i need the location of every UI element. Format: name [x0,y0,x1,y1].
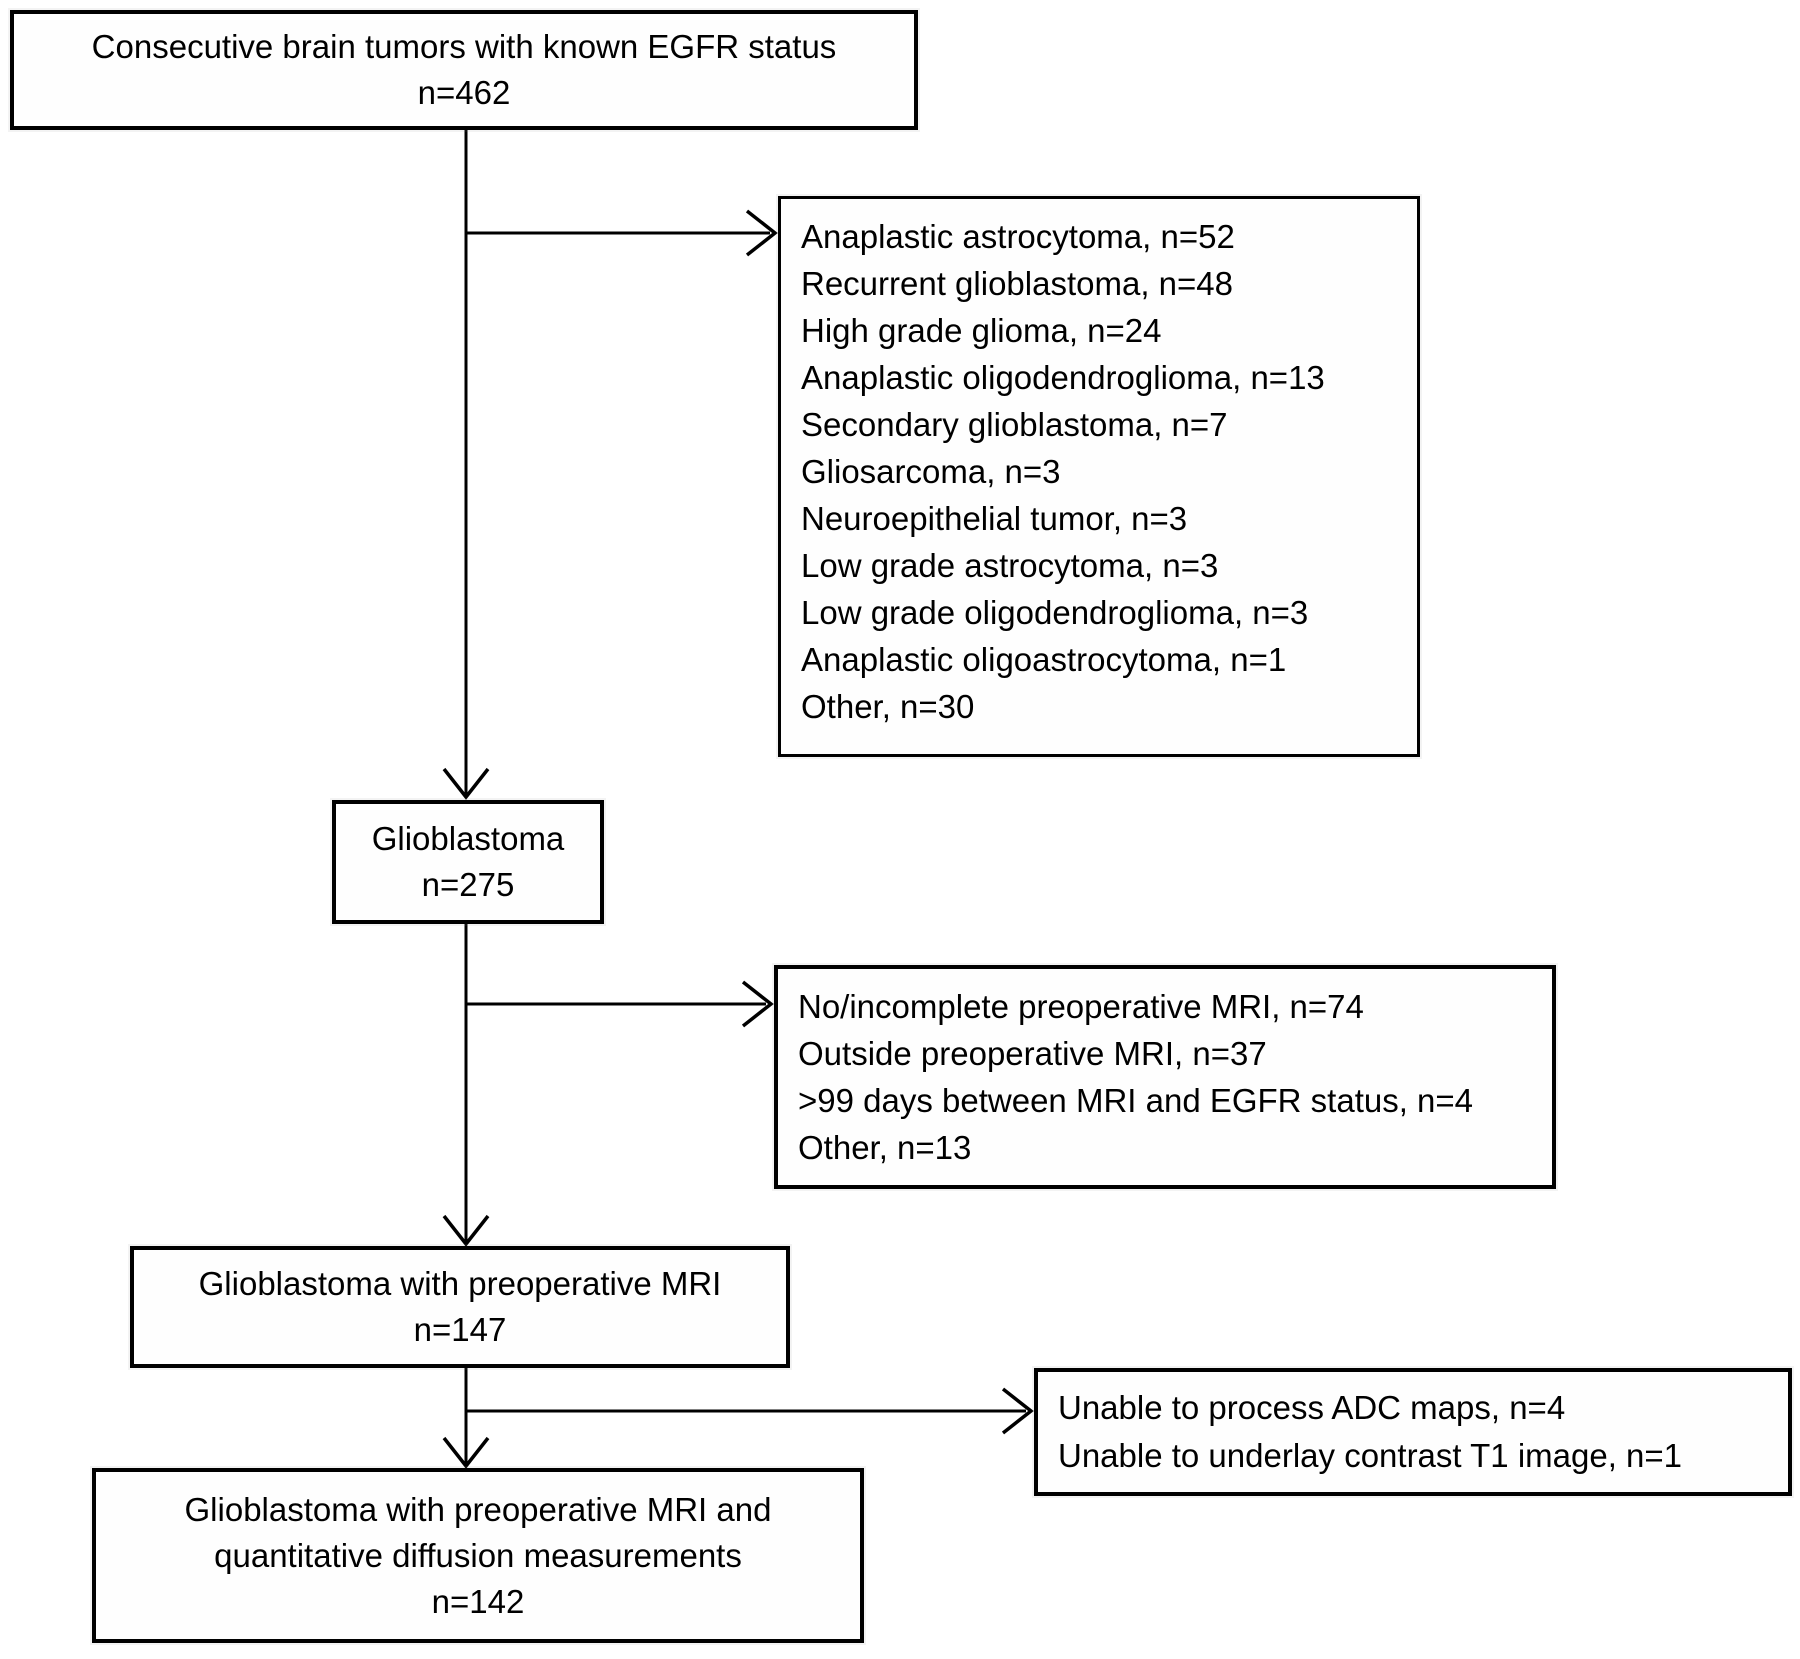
final-cohort-label-line1: Glioblastoma with preoperative MRI and [184,1490,772,1528]
box-final-cohort: Glioblastoma with preoperative MRI and q… [92,1468,864,1643]
arrowhead-down-glioblastoma [442,767,490,800]
final-cohort-label-line2: quantitative diffusion measurements [214,1536,742,1574]
box-glioblastoma: Glioblastoma n=275 [332,800,604,924]
histology-exclusion-item: Neuroepithelial tumor, n=3 [801,500,1188,537]
histology-exclusion-item: Other, n=30 [801,688,975,725]
processing-exclusion-item: Unable to process ADC maps, n=4 [1058,1389,1566,1426]
arrowhead-right-histology [745,209,778,257]
final-cohort-count: n=142 [431,1582,525,1620]
mri-exclusion-item: No/incomplete preoperative MRI, n=74 [798,988,1364,1025]
histology-exclusion-item: Anaplastic oligodendroglioma, n=13 [801,359,1325,396]
histology-exclusion-item: High grade glioma, n=24 [801,312,1162,349]
histology-exclusion-item: Anaplastic astrocytoma, n=52 [801,218,1235,255]
total-cohort-count: n=462 [417,74,511,111]
box-preop-mri: Glioblastoma with preoperative MRI n=147 [130,1246,790,1368]
box-histology-exclusions: Anaplastic astrocytoma, n=52 Recurrent g… [778,196,1420,757]
preop-mri-label: Glioblastoma with preoperative MRI [198,1265,722,1302]
histology-exclusion-item: Low grade oligodendroglioma, n=3 [801,594,1309,631]
glioblastoma-count: n=275 [421,866,515,903]
histology-exclusion-item: Gliosarcoma, n=3 [801,453,1061,490]
preop-mri-count: n=147 [413,1311,507,1348]
histology-exclusion-item: Low grade astrocytoma, n=3 [801,547,1219,584]
arrowhead-right-processing [1001,1387,1034,1435]
glioblastoma-label: Glioblastoma [371,820,565,857]
box-preop-mri-exclusions: No/incomplete preoperative MRI, n=74 Out… [774,965,1556,1189]
mri-exclusion-item: >99 days between MRI and EGFR status, n=… [798,1082,1474,1119]
processing-exclusion-item: Unable to underlay contrast T1 image, n=… [1058,1437,1683,1474]
arrowhead-down-final [442,1436,490,1469]
histology-exclusion-item: Secondary glioblastoma, n=7 [801,406,1228,443]
arrowhead-right-mri-exclusions [741,980,774,1028]
mri-exclusion-item: Other, n=13 [798,1129,972,1166]
histology-exclusion-item: Recurrent glioblastoma, n=48 [801,265,1233,302]
mri-exclusion-item: Outside preoperative MRI, n=37 [798,1035,1267,1072]
total-cohort-label: Consecutive brain tumors with known EGFR… [91,28,837,65]
box-processing-exclusions: Unable to process ADC maps, n=4 Unable t… [1034,1368,1792,1496]
histology-exclusion-item: Anaplastic oligoastrocytoma, n=1 [801,641,1287,678]
arrowhead-down-preop [442,1214,490,1247]
box-total-cohort: Consecutive brain tumors with known EGFR… [10,10,918,130]
